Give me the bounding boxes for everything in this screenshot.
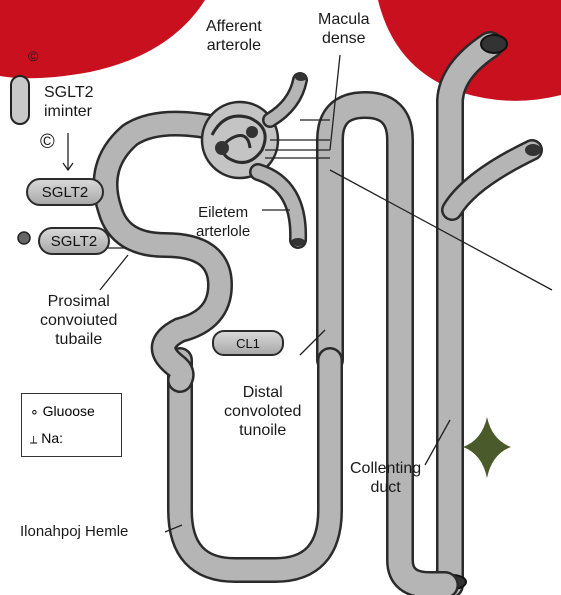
afferent-arteriole-label: Afferent arterole — [206, 17, 262, 55]
efferent-arteriole — [258, 172, 305, 246]
legend-glucose-label: Gluoose — [43, 403, 95, 419]
legend-na-row: ⟂ Na: — [30, 430, 63, 447]
na-bullet-icon: ⟂ — [30, 434, 37, 446]
distal-tubule-label: Distal convoloted tunoile — [224, 383, 301, 440]
connecting-tubule — [330, 105, 445, 585]
efferent-arteriole-label: Eiletem arterlole — [196, 203, 250, 241]
sglt2-inhibitor-label: SGLT2 iminter — [44, 83, 94, 121]
glucose-bullet-icon: ∘ — [30, 403, 39, 419]
drug-capsule-icon — [11, 76, 29, 124]
star-icon — [463, 417, 511, 478]
sglt2-transporter-2: SGLT2 — [38, 227, 110, 255]
copyright-top-mark: © — [28, 48, 38, 65]
collecting-duct-label: Collenting duct — [350, 459, 421, 497]
sglt2-transporter-1: SGLT2 — [26, 178, 104, 206]
red-blob-left — [0, 0, 205, 78]
legend-box: ∘ Gluoose ⟂ Na: — [21, 393, 122, 457]
macula-densa-label: Macula dense — [318, 10, 370, 48]
loop-of-henle-label: Ilonahpoj Hemle — [20, 523, 128, 540]
collecting-duct — [438, 35, 541, 589]
afferent-arteriole — [270, 73, 307, 120]
proximal-tubule-label: Prosimal convoiuted tubaile — [40, 292, 117, 349]
legend-glucose-row: ∘ Gluoose — [30, 403, 95, 420]
copyright-mid-mark: © — [40, 134, 55, 151]
dot-marker — [18, 232, 30, 244]
proximal-tubule — [106, 124, 226, 380]
legend-na-label: Na: — [41, 430, 63, 446]
cl-channel-box: CL1 — [212, 330, 284, 356]
